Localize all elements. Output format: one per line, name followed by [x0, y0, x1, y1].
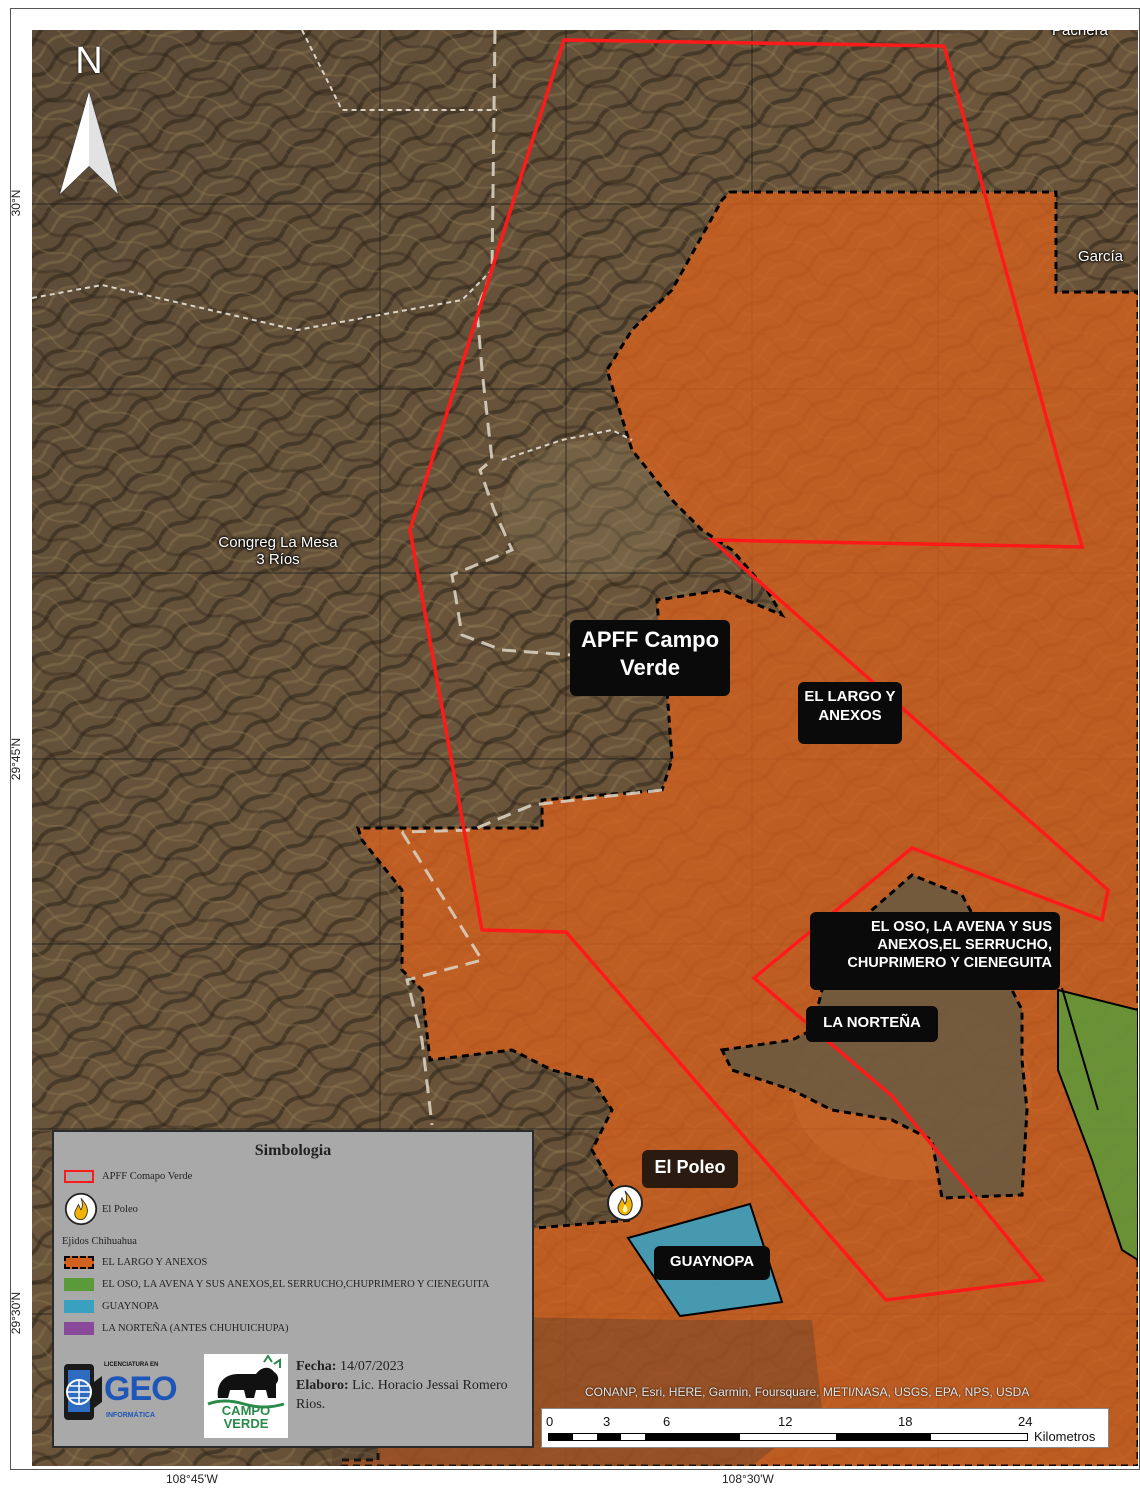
scale-unit: Kilometros: [1034, 1429, 1096, 1444]
apff-campo-verde-boundary[interactable]: [408, 38, 1110, 1302]
north-arrow: N: [54, 40, 124, 200]
map-metadata: Fecha: 14/07/2023 Elaboro: Lic. Horacio …: [296, 1358, 526, 1415]
legend-label-el-largo: EL LARGO Y ANEXOS: [102, 1257, 208, 1268]
legend-swatch-el-largo: [64, 1256, 94, 1269]
legend-swatch-guaynopa: [64, 1300, 94, 1313]
geo-logo-main: GEO: [104, 1370, 178, 1408]
scale-tick-3: 3: [603, 1414, 611, 1429]
label-el-largo: EL LARGO Y ANEXOS: [798, 682, 902, 744]
label-guaynopa: GUAYNOPA: [654, 1246, 770, 1280]
scale-tick-6: 6: [663, 1414, 671, 1429]
lat-label-30: 30°N: [9, 189, 23, 217]
legend-label-la-nortena: LA NORTEÑA (ANTES CHUHUICHUPA): [102, 1323, 289, 1334]
legend-ejidos-heading: Ejidos Chihuahua: [62, 1236, 137, 1247]
el-poleo-fire-icon[interactable]: [606, 1184, 644, 1222]
north-letter: N: [75, 40, 103, 82]
campo-verde-logo-top: CAMPO: [221, 1403, 271, 1418]
legend-label-el-oso: EL OSO, LA AVENA Y SUS ANEXOS,EL SERRUCH…: [102, 1279, 490, 1290]
label-la-nortena: LA NORTEÑA: [806, 1006, 938, 1042]
north-arrow-icon: [59, 90, 119, 196]
lat-label-2930: 29°30'N: [9, 1291, 23, 1335]
lon-label-10845: 108°45'W: [166, 1472, 218, 1486]
legend-panel: Simbologia APFF Comapo Verde El Poleo Ej…: [52, 1130, 534, 1448]
admin-boundaries: [32, 30, 633, 461]
label-apff-campo-verde: APFF Campo Verde: [570, 620, 730, 696]
label-el-poleo: El Poleo: [642, 1150, 738, 1188]
fecha-label: Fecha:: [296, 1359, 337, 1374]
elaboro-value: Lic. Horacio Jessai Romero Rios.: [296, 1377, 508, 1412]
legend-row-el-largo: EL LARGO Y ANEXOS: [64, 1256, 207, 1269]
elaboro-label: Elaboro:: [296, 1377, 349, 1393]
geo-logo-bottom: INFORMÁTICA: [106, 1412, 155, 1419]
lat-label-2945: 29°45'N: [9, 737, 23, 781]
legend-row-la-nortena: LA NORTEÑA (ANTES CHUHUICHUPA): [64, 1322, 289, 1335]
map-credits: CONANP, Esri, HERE, Garmin, Foursquare, …: [585, 1385, 1030, 1399]
legend-row-el-oso: EL OSO, LA AVENA Y SUS ANEXOS,EL SERRUCH…: [64, 1278, 490, 1291]
scale-bar-segments: [548, 1433, 1028, 1441]
fecha-value: 14/07/2023: [339, 1359, 404, 1374]
scale-tick-18: 18: [898, 1414, 913, 1429]
legend-swatch-la-nortena: [64, 1322, 94, 1335]
legend-row-apff: APFF Comapo Verde: [64, 1170, 192, 1183]
label-congreg: Congreg La Mesa 3 Ríos: [218, 534, 338, 569]
scale-tick-0: 0: [546, 1414, 554, 1429]
scale-bar: 0 3 6 12 18 24 Kilometros: [541, 1408, 1109, 1448]
label-pachera: Pachera: [1052, 30, 1108, 39]
scale-tick-24: 24: [1018, 1414, 1033, 1429]
valley-patch: [502, 440, 682, 580]
campo-verde-logo: CAMPO VERDE: [204, 1354, 288, 1438]
label-garcia: García: [1078, 248, 1124, 265]
legend-fire-icon: [64, 1192, 98, 1226]
legend-title: Simbologia: [254, 1142, 332, 1159]
legend-swatch-apff: [64, 1170, 94, 1183]
legend-swatch-el-oso: [64, 1278, 94, 1291]
bear-icon: [207, 1354, 285, 1409]
legend-row-guaynopa: GUAYNOPA: [64, 1300, 159, 1313]
legend-row-el-poleo: El Poleo: [64, 1192, 138, 1226]
label-el-oso: EL OSO, LA AVENA Y SUS ANEXOS,EL SERRUCH…: [810, 912, 1060, 990]
lon-label-10830: 108°30'W: [722, 1472, 774, 1486]
legend-label-apff: APFF Comapo Verde: [102, 1171, 193, 1182]
geo-logo-top: LICENCIATURA EN: [104, 1362, 159, 1368]
phone-globe-icon: [64, 1364, 102, 1420]
legend-label-el-poleo: El Poleo: [102, 1203, 138, 1215]
legend-label-guaynopa: GUAYNOPA: [102, 1301, 159, 1312]
geo-informatica-logo: LICENCIATURA EN GEO INFORMÁTICA: [60, 1358, 178, 1434]
label-leader-line: [1061, 987, 1099, 1111]
ejido-el-oso-area[interactable]: [1057, 988, 1138, 1262]
campo-verde-logo-bottom: VERDE: [223, 1416, 269, 1431]
scale-tick-12: 12: [778, 1414, 793, 1429]
